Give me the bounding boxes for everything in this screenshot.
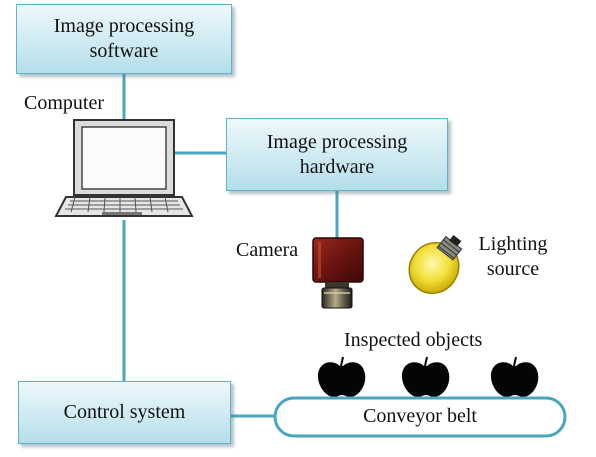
apple-icon [317, 356, 539, 397]
hardware-box-line-1: Image processing [266, 130, 408, 153]
light-bulb-icon [408, 234, 463, 295]
conveyor-belt [273, 396, 567, 438]
conveyor-belt-label: Conveyor belt [363, 405, 477, 427]
laptop-icon [54, 119, 194, 217]
software-box-line-1: Image processing [53, 15, 195, 37]
image-processing-hardware-box: Image processing hardware [226, 118, 448, 191]
software-box-line-2: software [89, 40, 159, 62]
camera-icon [312, 237, 364, 309]
control-system-box: Control system [18, 381, 231, 444]
camera-label: Camera [236, 239, 299, 261]
lighting-source-label: Lighting source [468, 232, 558, 282]
computer-label: Computer [24, 92, 104, 114]
lighting-label-line-2: source [486, 258, 540, 280]
hardware-box-line-2: hardware [299, 155, 375, 178]
lighting-label-line-1: Lighting [478, 233, 548, 255]
image-processing-software-box: Image processing software [16, 4, 232, 74]
inspected-objects-label: Inspected objects [344, 329, 483, 351]
control-system-label: Control system [63, 401, 186, 423]
